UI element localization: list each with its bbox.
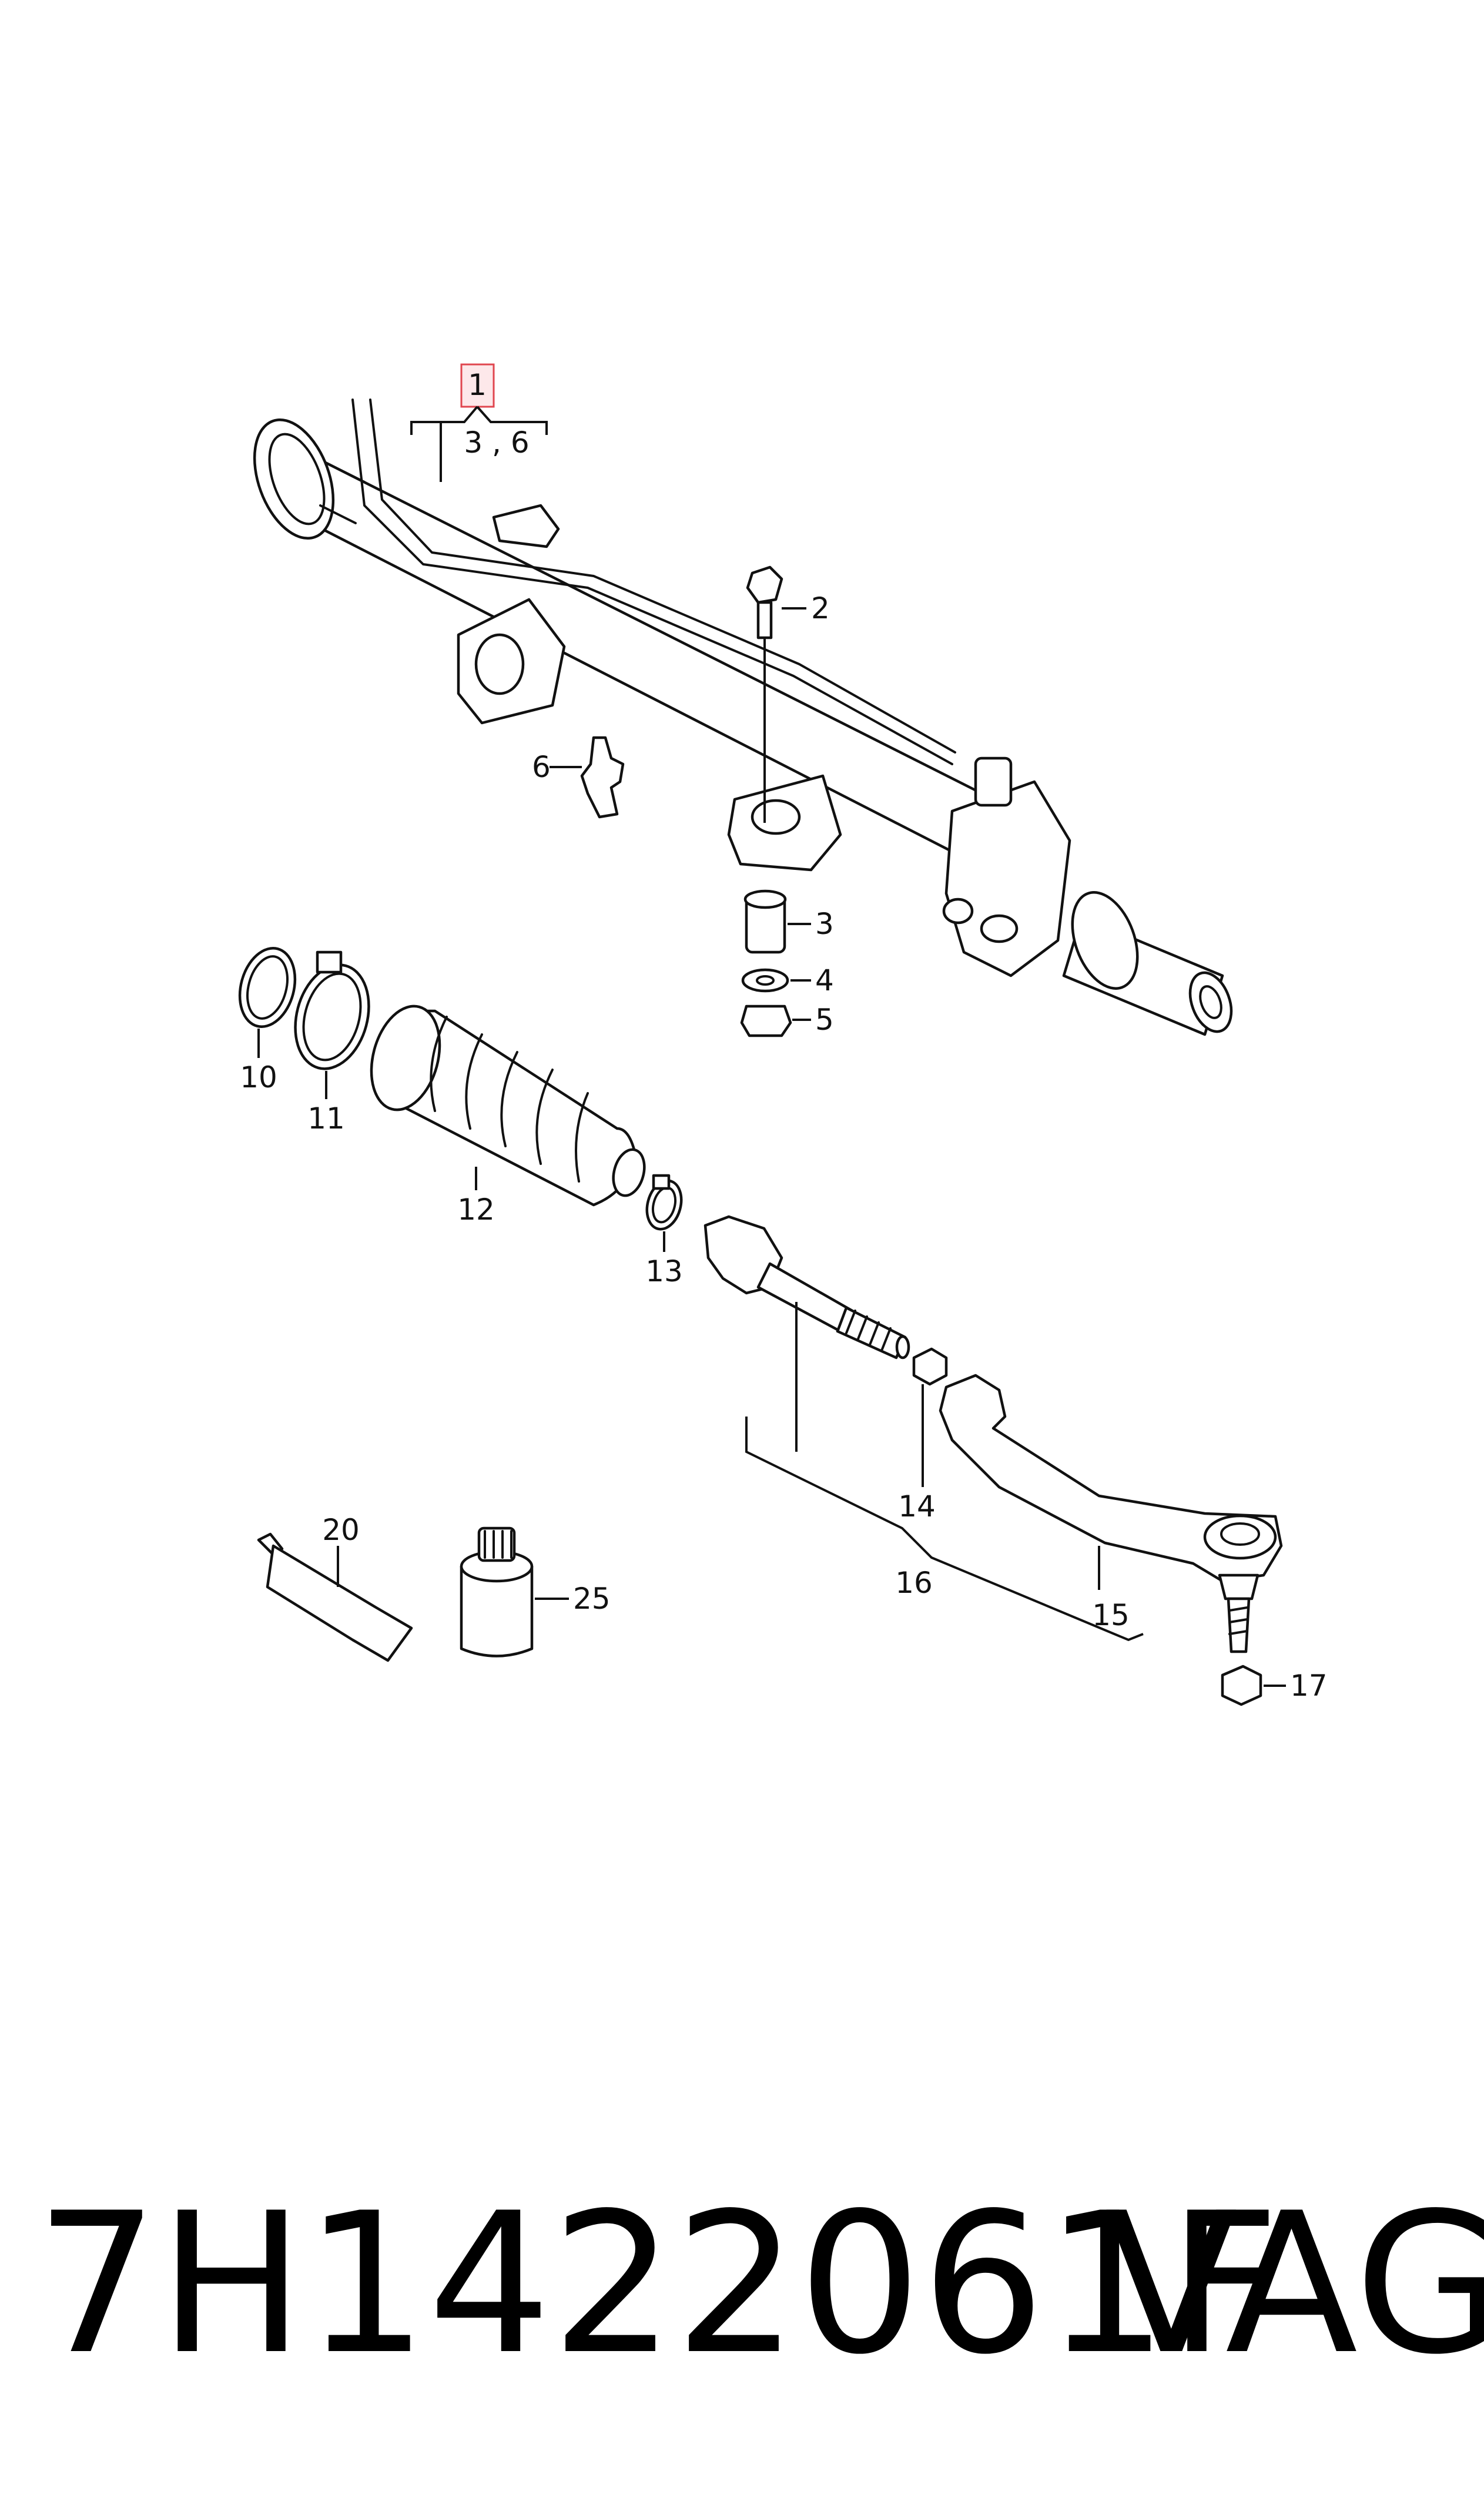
callout-15[interactable]: 15 [1092, 1598, 1130, 1632]
callout-14[interactable]: 14 [898, 1489, 936, 1523]
callout-5[interactable]: 5 [792, 1003, 834, 1037]
svg-text:14: 14 [898, 1489, 936, 1523]
svg-text:10: 10 [240, 1060, 277, 1094]
svg-text:13: 13 [645, 1254, 683, 1288]
svg-text:1: 1 [468, 368, 487, 402]
tie-rod-end-part-15 [939, 1374, 1283, 1653]
svg-text:12: 12 [457, 1193, 495, 1227]
callout-25[interactable]: 25 [573, 1582, 611, 1616]
callout-10[interactable]: 10 [240, 1060, 277, 1094]
small-clamp-part-13 [645, 1174, 683, 1252]
svg-text:25: 25 [573, 1582, 611, 1616]
svg-text:15: 15 [1092, 1598, 1130, 1632]
nut-part-5 [740, 1004, 792, 1037]
bellows-boot-part-12 [370, 1004, 646, 1207]
svg-text:17: 17 [1290, 1669, 1328, 1703]
callout-6[interactable]: 6 [532, 750, 582, 784]
callout-1[interactable]: 1 3 , 6 [410, 363, 548, 482]
svg-text:16: 16 [895, 1566, 933, 1600]
o-ring-part-10 [238, 947, 297, 1058]
callout-17[interactable]: 17 [1290, 1669, 1328, 1703]
callout-3[interactable]: 3 [788, 907, 834, 941]
grease-tube-part-20 [257, 1532, 413, 1662]
callout-12[interactable]: 12 [457, 1193, 495, 1227]
svg-text:11: 11 [307, 1101, 345, 1136]
nut-part-14 [912, 1347, 948, 1487]
svg-text:3: 3 [815, 907, 834, 941]
callout-11[interactable]: 11 [307, 1101, 345, 1136]
bushing-part-3 [743, 889, 787, 954]
callout-20[interactable]: 20 [322, 1513, 360, 1547]
clamp-part-11 [294, 950, 370, 1099]
fluid-bottle-part-25 [460, 1526, 569, 1658]
steering-rack-assembly [253, 399, 1233, 1036]
svg-text:20: 20 [322, 1513, 360, 1547]
callout-2[interactable]: 2 [782, 591, 830, 625]
clip-part-6 [580, 736, 625, 819]
tie-rod-part-16 [704, 1215, 910, 1360]
svg-text:2: 2 [811, 591, 830, 625]
brand: VAG [1105, 2171, 1484, 2397]
callout-16[interactable]: 16 [745, 1302, 1144, 1642]
washer-part-4 [741, 968, 789, 993]
svg-text:3 , 6: 3 , 6 [464, 426, 529, 460]
svg-text:5: 5 [815, 1003, 834, 1037]
svg-text:6: 6 [532, 750, 551, 784]
callout-13[interactable]: 13 [645, 1254, 683, 1288]
svg-text:4: 4 [815, 963, 834, 997]
nut-part-17 [1221, 1665, 1286, 1706]
callout-4[interactable]: 4 [790, 963, 834, 997]
part-number: 7H1422061F [35, 2171, 1280, 2397]
bolt-part-2 [746, 565, 783, 823]
